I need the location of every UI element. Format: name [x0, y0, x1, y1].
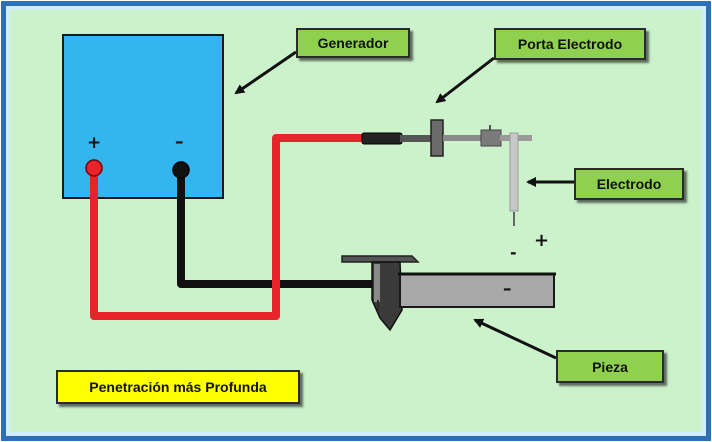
arc-minus-sign: - [510, 243, 517, 262]
note-penetracion: Penetración más Profunda [56, 370, 300, 404]
piece-minus-sign: – [503, 279, 512, 299]
label-pieza: Pieza [556, 350, 664, 383]
label-generador: Generador [296, 28, 410, 58]
generator-minus-sign: – [175, 132, 184, 152]
arc-plus-sign: + [534, 230, 550, 251]
arrow-generador [234, 50, 297, 95]
arrow-pieza [473, 318, 557, 360]
label-electrodo: Electrodo [574, 168, 684, 200]
generator-box [62, 34, 224, 199]
electrode-rod [509, 132, 519, 212]
generator-plus-sign: + [87, 133, 102, 153]
arrow-porta-electrodo [435, 56, 495, 104]
red-cable [90, 134, 362, 320]
work-piece [399, 273, 555, 308]
label-porta-electrodo: Porta Electrodo [494, 28, 646, 60]
negative-terminal [172, 161, 190, 179]
positive-terminal [85, 159, 103, 177]
black-cable [177, 172, 385, 288]
ground-clamp [341, 255, 420, 332]
